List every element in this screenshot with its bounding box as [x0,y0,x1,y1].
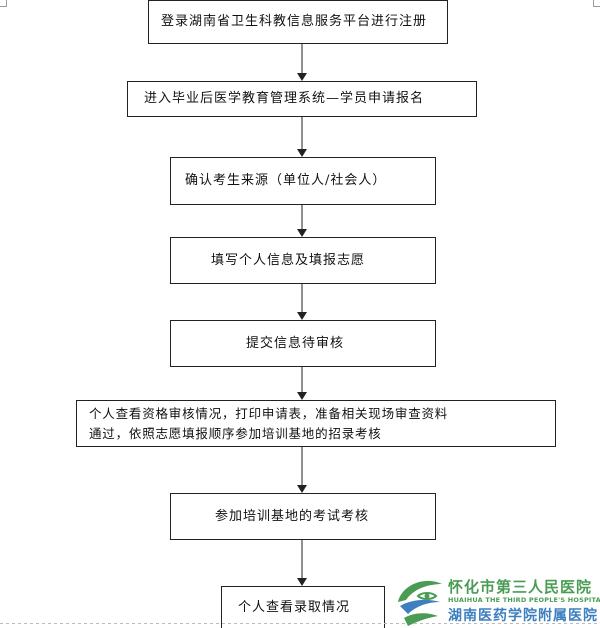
step-text: 进入毕业后医学教育管理系统—学员申请报名 [144,91,425,106]
step-confirm-source: 确认考生来源（单位人/社会人） [170,157,436,205]
step-text: 确认考生来源（单位人/社会人） [185,173,387,188]
step-text: 参加培训基地的考试考核 [215,508,370,524]
watermark-hospital-name: 怀化市第三人民医院 [448,578,593,596]
step-register: 登录湖南省卫生科教信息服务平台进行注册 [148,0,448,44]
step-fill-info: 填写个人信息及填报志愿 [170,237,436,284]
step-text-line-2: 通过，依照志愿填报顺序参加培训基地的招录考核 [89,425,382,441]
step-text: 提交信息待审核 [246,335,345,351]
step-text: 填写个人信息及填报志愿 [211,252,366,268]
page-corner-mark [593,0,600,7]
watermark-hospital-name-en: HUAIHUA THE THIRD PEOPLE'S HOSPITAL [448,596,600,604]
page-corner-mark [0,0,7,7]
page-bottom-rule [0,623,600,624]
step-submit: 提交信息待审核 [170,320,436,367]
step-text: 登录湖南省卫生科教信息服务平台进行注册 [161,14,428,29]
hospital-logo-icon [398,580,442,626]
step-check-qualification: 个人查看资格审核情况，打印申请表，准备相关现场审查资料 通过，依照志愿填报顺序参… [76,400,556,447]
watermark-affiliation: 湖南医药学院附属医院 [448,608,598,624]
step-apply: 进入毕业后医学教育管理系统—学员申请报名 [127,81,477,117]
hospital-watermark: 怀化市第三人民医院 HUAIHUA THE THIRD PEOPLE'S HOS… [392,572,600,628]
step-text: 个人查看录取情况 [238,599,351,615]
step-exam: 参加培训基地的考试考核 [170,493,436,540]
step-check-admission: 个人查看录取情况 [221,586,385,628]
step-text-line-1: 个人查看资格审核情况，打印申请表，准备相关现场审查资料 [89,405,449,421]
